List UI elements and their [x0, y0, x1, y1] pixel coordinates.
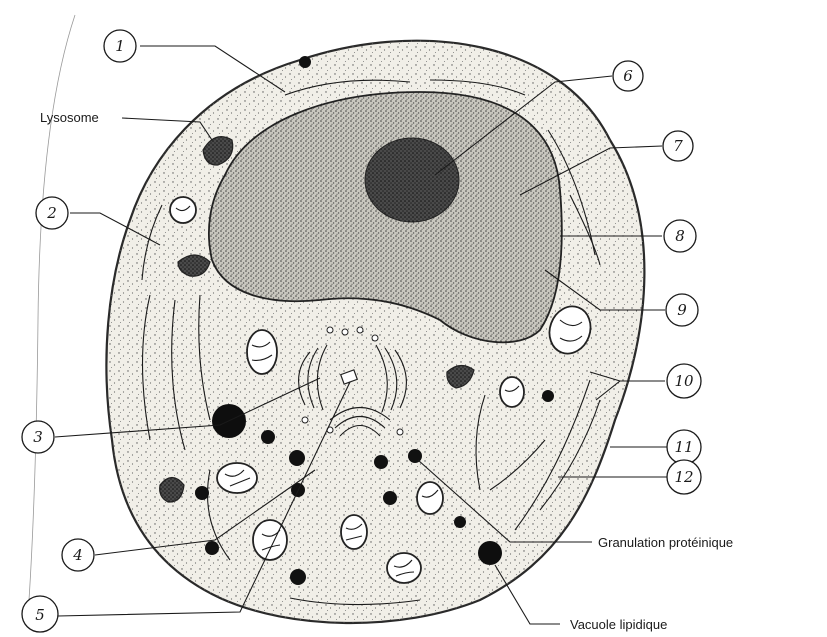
- marker-3: 3: [22, 421, 54, 453]
- svg-text:11: 11: [674, 438, 693, 456]
- marker-4: 4: [62, 539, 94, 571]
- page-edge-line: [28, 15, 75, 615]
- svg-text:5: 5: [35, 606, 45, 624]
- svg-text:8: 8: [675, 227, 685, 245]
- marker-9: 9: [666, 294, 698, 326]
- label-vacuole: Vacuole lipidique: [570, 617, 667, 632]
- marker-6: 6: [613, 61, 643, 91]
- marker-7: 7: [663, 131, 693, 161]
- marker-12: 12: [667, 460, 701, 494]
- marker-11: 11: [667, 430, 701, 464]
- svg-text:3: 3: [33, 428, 43, 446]
- label-lysosome: Lysosome: [40, 110, 99, 125]
- svg-text:4: 4: [72, 546, 83, 564]
- svg-text:9: 9: [677, 301, 687, 319]
- svg-text:10: 10: [674, 372, 694, 390]
- label-granulation: Granulation protéinique: [598, 535, 733, 550]
- svg-text:2: 2: [46, 204, 57, 222]
- lipid-vacuole: [478, 541, 502, 565]
- nucleolus: [365, 138, 459, 222]
- marker-2: 2: [36, 197, 68, 229]
- marker-1: 1: [104, 30, 136, 62]
- cell: [106, 41, 644, 623]
- svg-text:6: 6: [623, 67, 633, 85]
- svg-text:12: 12: [674, 468, 693, 486]
- svg-text:7: 7: [673, 137, 683, 155]
- marker-5: 5: [22, 596, 58, 632]
- marker-10: 10: [667, 364, 701, 398]
- svg-text:1: 1: [115, 37, 125, 55]
- marker-8: 8: [664, 220, 696, 252]
